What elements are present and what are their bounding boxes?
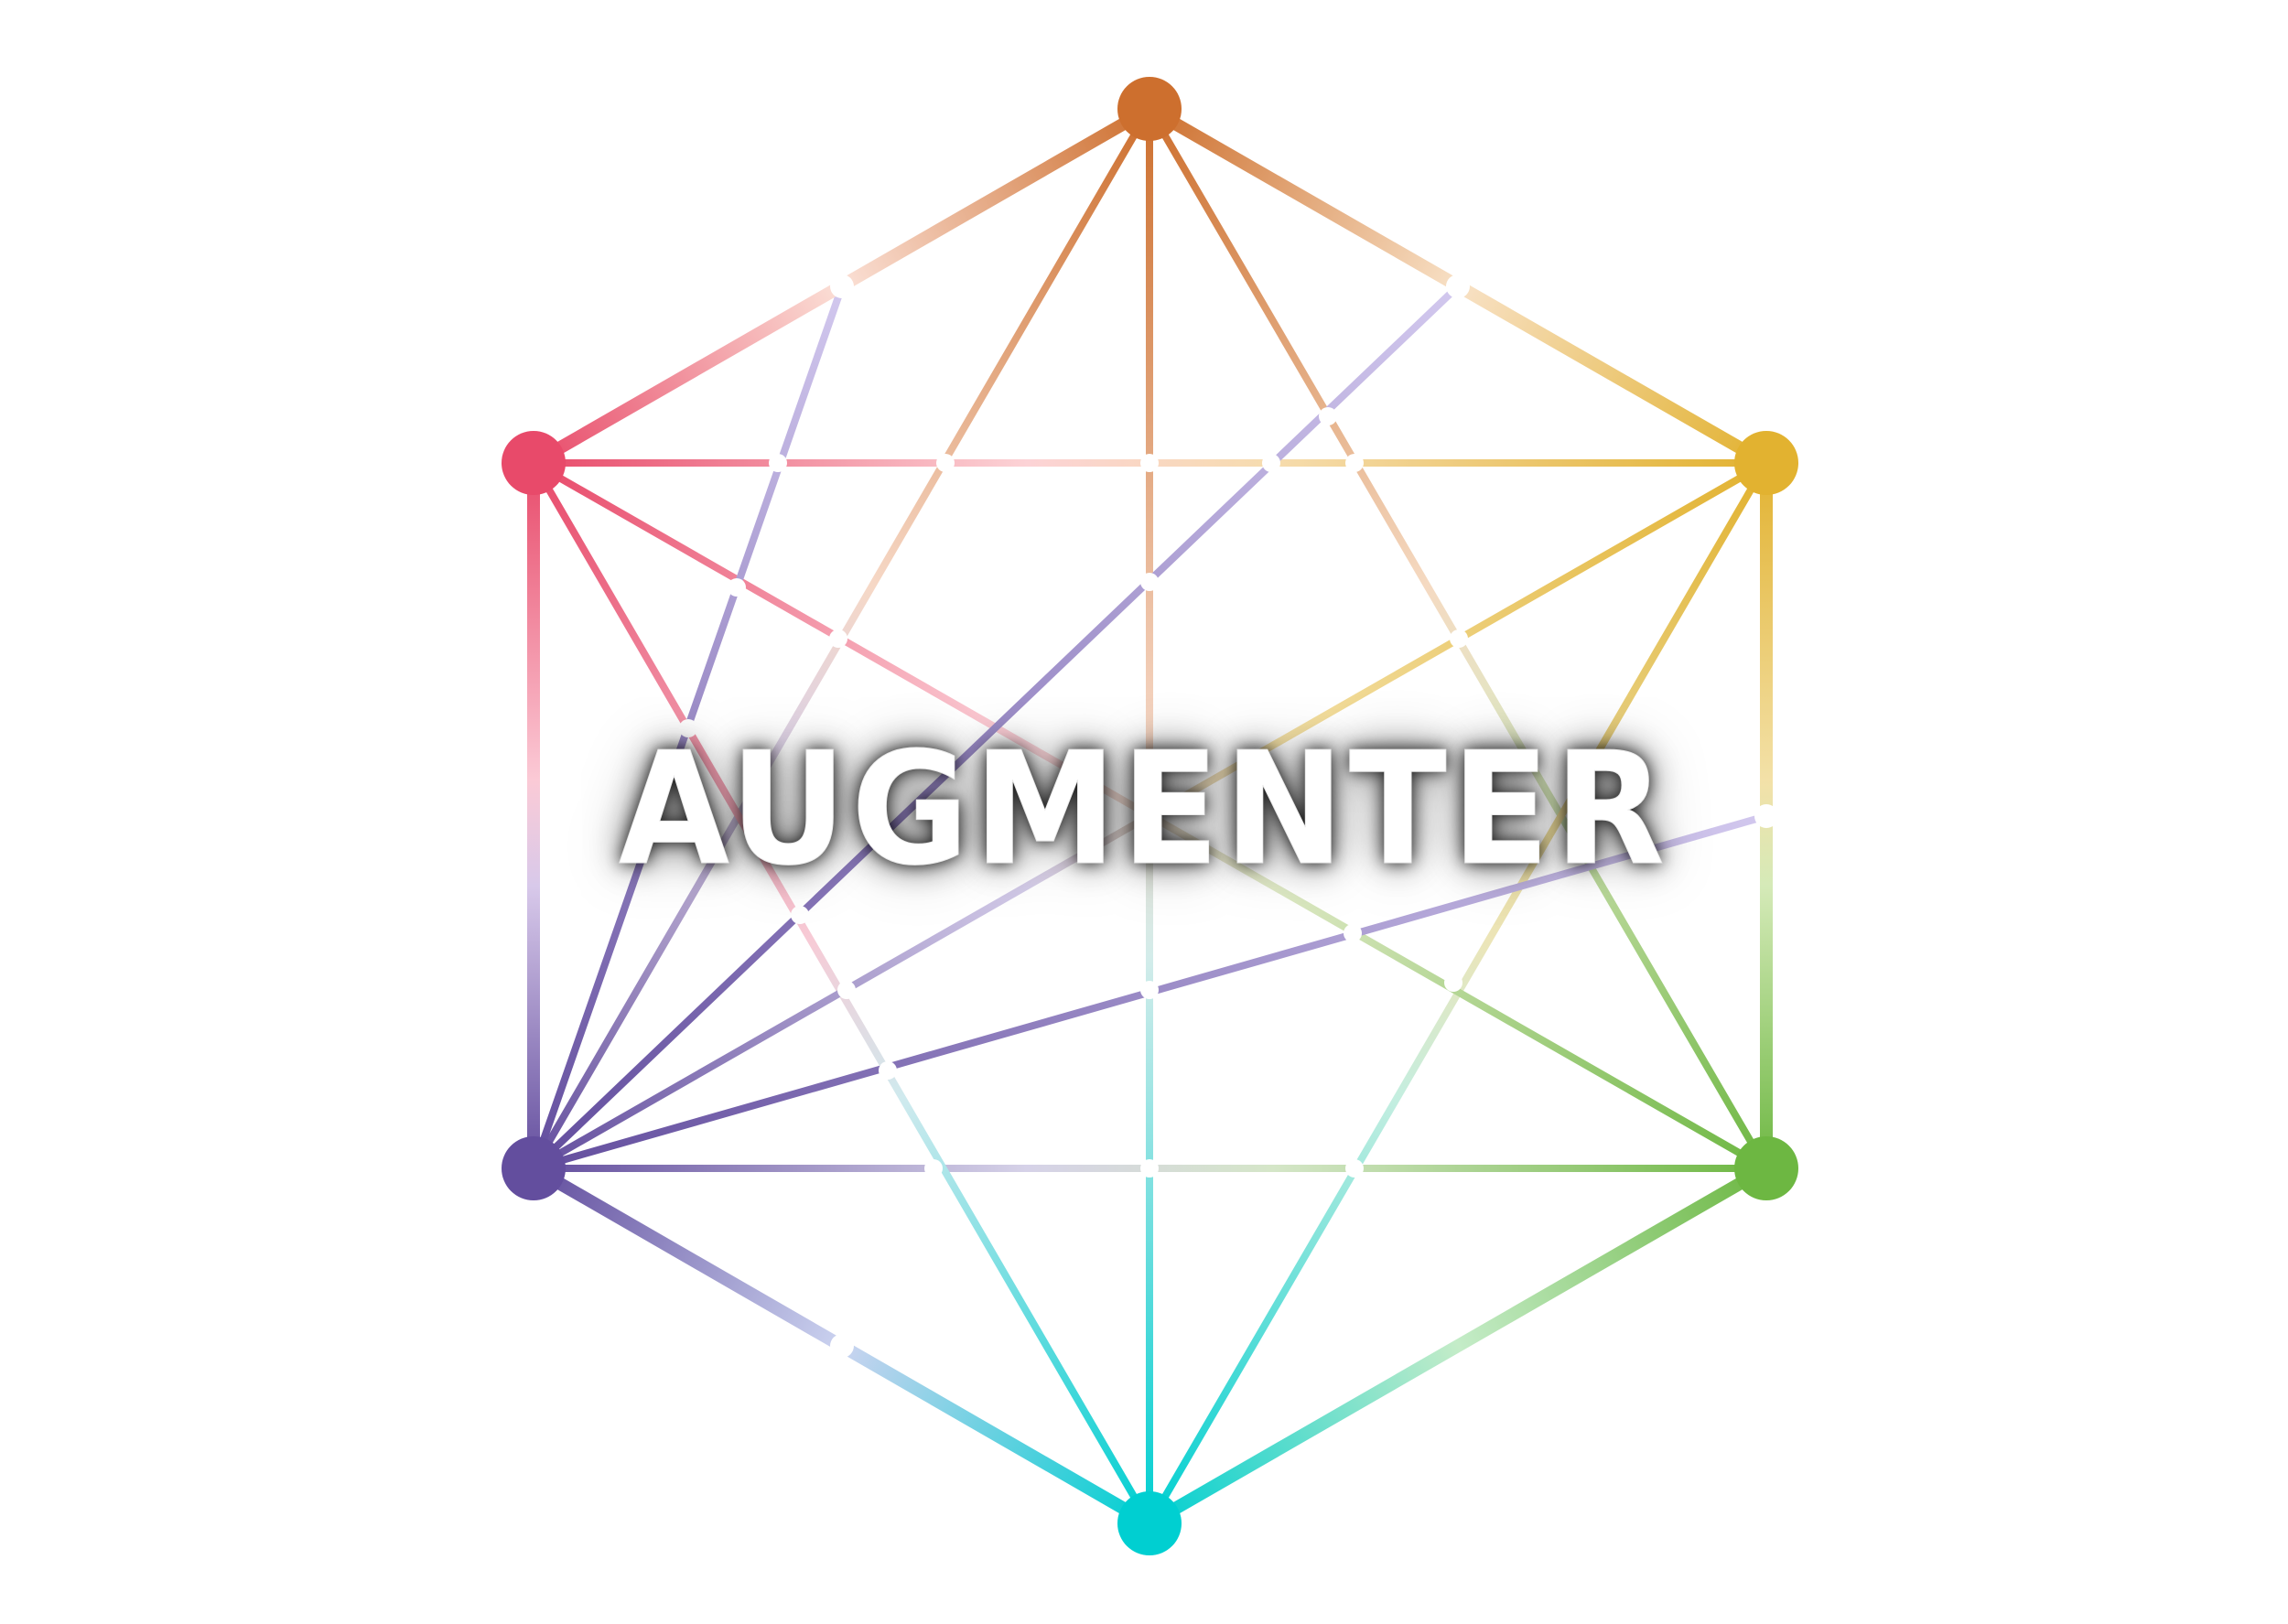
node-lower-right <box>1734 1136 1798 1200</box>
logo-wordmark: AUGMENTER <box>618 719 1670 900</box>
nodes <box>502 77 1798 1555</box>
logo-title: AUGMENTER <box>0 719 2288 900</box>
edge-lr-bottom <box>1146 1162 1770 1530</box>
edge-ll-mid-top-right <box>531 284 1461 1171</box>
node-upper-right <box>1734 431 1798 495</box>
crossing-gaps <box>679 274 1778 1358</box>
node-bottom <box>1117 1491 1182 1555</box>
node-upper-left <box>502 431 566 495</box>
node-top <box>1117 77 1182 141</box>
edge-ur-ll <box>532 459 1768 1172</box>
node-lower-left <box>502 1136 566 1200</box>
